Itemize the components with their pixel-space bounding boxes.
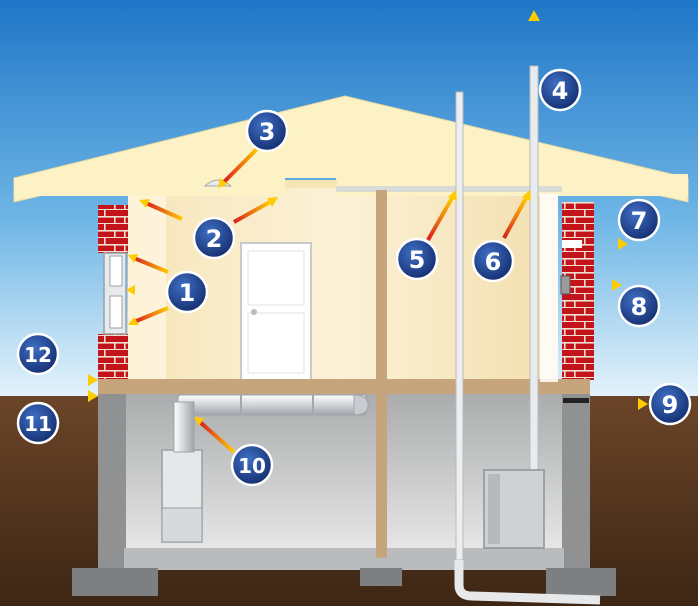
duct-horizontal — [177, 394, 367, 416]
badge-8-label: 8 — [631, 293, 648, 321]
badge-5: 5 — [395, 237, 439, 281]
window-pane-lower — [109, 295, 123, 329]
duct-seam-2 — [312, 395, 314, 415]
center-post — [376, 190, 387, 558]
arrow-11 — [46, 390, 98, 402]
arrow-2b — [233, 197, 278, 224]
right-footing — [546, 568, 616, 596]
badge-2: 2 — [192, 216, 236, 260]
badge-11-label: 11 — [24, 412, 52, 436]
badge-3: 3 — [245, 109, 289, 153]
arrow-10 — [194, 417, 236, 454]
badge-2-label: 2 — [206, 225, 223, 253]
dryer-vent — [562, 240, 582, 248]
arrow-12 — [46, 374, 98, 386]
arrow-3 — [218, 146, 260, 188]
badge-11: 11 — [16, 401, 60, 445]
attic-hatch-gap — [285, 180, 337, 188]
arrow-6 — [502, 190, 531, 239]
arrow-7 — [580, 238, 628, 250]
floor-joist — [98, 379, 590, 394]
arrow-5 — [426, 190, 457, 241]
badge-4: 4 — [538, 68, 582, 112]
window-pane-upper — [109, 255, 123, 287]
badge-9-label: 9 — [662, 391, 679, 419]
badge-9: 9 — [648, 382, 692, 426]
badge-4-label: 4 — [552, 77, 569, 105]
attic-floor-left — [14, 178, 285, 196]
electrical-outlet — [560, 275, 571, 295]
arrow-8 — [572, 279, 622, 291]
sill-gap — [563, 398, 589, 403]
badge-6: 6 — [471, 239, 515, 283]
badge-5-label: 5 — [409, 246, 426, 274]
basement-floor — [124, 548, 564, 570]
brick-left-upper — [98, 205, 128, 253]
attic-space — [60, 112, 640, 178]
water-heater-side — [488, 474, 500, 544]
chimney-chase — [540, 194, 558, 382]
basement-left-wall — [98, 392, 126, 572]
door-panel-lower — [247, 312, 305, 374]
badge-10: 10 — [230, 443, 274, 487]
duct-end-cap — [353, 394, 369, 416]
badge-1-label: 1 — [179, 279, 196, 307]
badge-1: 1 — [165, 270, 209, 314]
arrow-1c — [128, 306, 169, 325]
air-leak-arrows — [46, 10, 648, 454]
arrow-2a — [139, 199, 183, 221]
badge-7: 7 — [617, 198, 661, 242]
plumbing-stack — [455, 91, 464, 561]
duct-seam-1 — [240, 395, 242, 415]
door-knob — [251, 309, 257, 315]
center-footing — [360, 568, 402, 586]
arrow-4 — [528, 10, 540, 62]
badge-8: 8 — [617, 284, 661, 328]
badge-12-label: 12 — [24, 343, 52, 367]
drain-pipe — [454, 560, 601, 605]
brick-left-lower — [98, 334, 128, 380]
badge-7-label: 7 — [631, 207, 648, 235]
door-panel-upper — [247, 250, 305, 306]
badge-10-label: 10 — [238, 454, 266, 478]
badge-6-label: 6 — [485, 248, 502, 276]
arrow-9 — [592, 398, 648, 410]
left-window-light — [128, 186, 166, 380]
left-footing — [72, 568, 158, 596]
badge-12: 12 — [16, 332, 60, 376]
furnace-lower-panel — [161, 507, 203, 543]
arrow-1b — [126, 285, 166, 295]
arrow-1a — [128, 254, 169, 274]
ceiling-beam-right — [336, 186, 562, 192]
basement-right-wall — [562, 392, 590, 572]
chimney-flue — [529, 65, 539, 477]
badge-3-label: 3 — [259, 118, 276, 146]
duct-vertical — [173, 401, 195, 453]
